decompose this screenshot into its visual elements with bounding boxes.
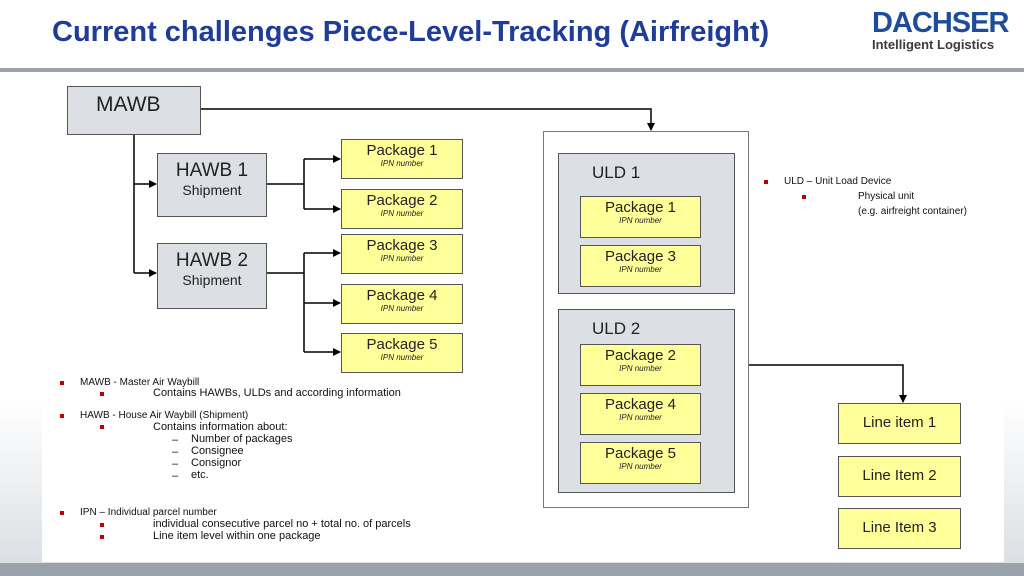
line-item-box: Line Item 3 — [838, 508, 961, 549]
package-ipn: IPN number — [619, 364, 662, 373]
red-bullet-icon — [802, 195, 806, 199]
package-box: Package 4 IPN number — [341, 284, 463, 324]
package-ipn: IPN number — [380, 159, 424, 168]
ipn-note-title: IPN – Individual parcel number — [80, 507, 217, 518]
hawb2-box: HAWB 2 Shipment — [157, 243, 267, 309]
package-box: Package 4 IPN number — [580, 393, 701, 435]
dash-icon: – — [172, 470, 179, 482]
uld1-label: ULD 1 — [592, 163, 641, 182]
package-box: Package 3 IPN number — [580, 245, 701, 287]
slide-header: Current challenges Piece-Level-Tracking … — [0, 0, 1024, 70]
hawb1-box: HAWB 1 Shipment — [157, 153, 267, 217]
package-ipn: IPN number — [380, 353, 424, 362]
red-bullet-icon — [60, 511, 64, 515]
line-item-label: Line item 1 — [862, 414, 937, 431]
mawb-to-container-arrow — [200, 108, 655, 131]
slide-title: Current challenges Piece-Level-Tracking … — [52, 16, 770, 48]
red-bullet-icon — [60, 414, 64, 418]
mawb-label: MAWB — [96, 93, 161, 116]
package-label: Package 4 — [366, 287, 438, 304]
package-ipn: IPN number — [619, 265, 662, 274]
uld-note-sub1: Physical unit — [858, 191, 915, 202]
red-bullet-icon — [100, 425, 104, 429]
red-bullet-icon — [100, 535, 104, 539]
hawb-note-item: Number of packages — [191, 433, 293, 445]
line-item-box: Line Item 2 — [838, 456, 961, 497]
package-label: Package 1 — [366, 142, 438, 159]
package-label: Package 2 — [366, 192, 438, 209]
logo-name: DACHSER — [872, 7, 1009, 39]
package-box: Package 1 IPN number — [580, 196, 701, 238]
package-box: Package 1 IPN number — [341, 139, 463, 179]
package-box: Package 5 IPN number — [341, 333, 463, 373]
dash-icon: – — [172, 434, 179, 446]
package-box: Package 2 IPN number — [580, 344, 701, 386]
red-bullet-icon — [60, 381, 64, 385]
package-label: Package 4 — [605, 396, 676, 413]
line-item-label: Line Item 3 — [862, 519, 937, 536]
hawb2-label: HAWB 2 — [175, 250, 249, 271]
mawb-note-sub: Contains HAWBs, ULDs and according infor… — [153, 387, 401, 399]
package-ipn: IPN number — [619, 413, 662, 422]
package-label: Package 3 — [605, 248, 676, 265]
hawb-note-sub: Contains information about: — [153, 421, 288, 433]
hawb-note: HAWB - House Air Waybill (Shipment) Cont… — [60, 410, 480, 485]
dash-icon: – — [172, 458, 179, 470]
dachser-logo: DACHSER Intelligent Logistics — [872, 7, 1009, 52]
uld-note: ULD – Unit Load Device Physical unit (e.… — [764, 176, 1004, 226]
package-ipn: IPN number — [380, 304, 424, 313]
header-divider — [0, 68, 1024, 72]
uld-package2-to-line-items-arrow — [701, 364, 907, 403]
red-bullet-icon — [100, 523, 104, 527]
ipn-note: IPN – Individual parcel number individua… — [60, 507, 500, 547]
package-box: Package 2 IPN number — [341, 189, 463, 229]
hawb-note-item: etc. — [191, 469, 209, 481]
package-box: Package 3 IPN number — [341, 234, 463, 274]
mawb-box: MAWB — [67, 86, 201, 135]
hawb-note-title: HAWB - House Air Waybill (Shipment) — [80, 410, 249, 421]
package-label: Package 1 — [605, 199, 676, 216]
hawb-note-item: Consignee — [191, 445, 244, 457]
package-label: Package 5 — [605, 445, 676, 462]
package-ipn: IPN number — [619, 462, 662, 471]
hawb-note-item: Consignor — [191, 457, 242, 469]
package-ipn: IPN number — [380, 254, 424, 263]
hawb2-sub: Shipment — [182, 272, 242, 288]
package-box: Package 5 IPN number — [580, 442, 701, 484]
red-bullet-icon — [764, 180, 768, 184]
package-label: Package 5 — [366, 336, 438, 353]
mawb-note-title: MAWB - Master Air Waybill — [80, 377, 200, 388]
line-item-label: Line Item 2 — [862, 467, 937, 484]
package-label: Package 2 — [605, 347, 676, 364]
uld-note-title: ULD – Unit Load Device — [784, 176, 892, 187]
ipn-note-sub1: individual consecutive parcel no + total… — [153, 518, 411, 530]
dash-icon: – — [172, 446, 179, 458]
mawb-note: MAWB - Master Air Waybill Contains HAWBs… — [60, 377, 480, 407]
hawb1-label: HAWB 1 — [175, 160, 249, 181]
ipn-note-sub2: Line item level within one package — [153, 530, 321, 542]
red-bullet-icon — [100, 392, 104, 396]
package-label: Package 3 — [366, 237, 438, 254]
line-item-box: Line item 1 — [838, 403, 961, 444]
uld-note-sub2: (e.g. airfreight container) — [858, 206, 967, 217]
package-ipn: IPN number — [619, 216, 662, 225]
package-ipn: IPN number — [380, 209, 424, 218]
footer-bar — [0, 563, 1024, 576]
logo-tagline: Intelligent Logistics — [872, 37, 995, 52]
hawb1-sub: Shipment — [182, 182, 242, 198]
uld2-label: ULD 2 — [592, 319, 641, 338]
